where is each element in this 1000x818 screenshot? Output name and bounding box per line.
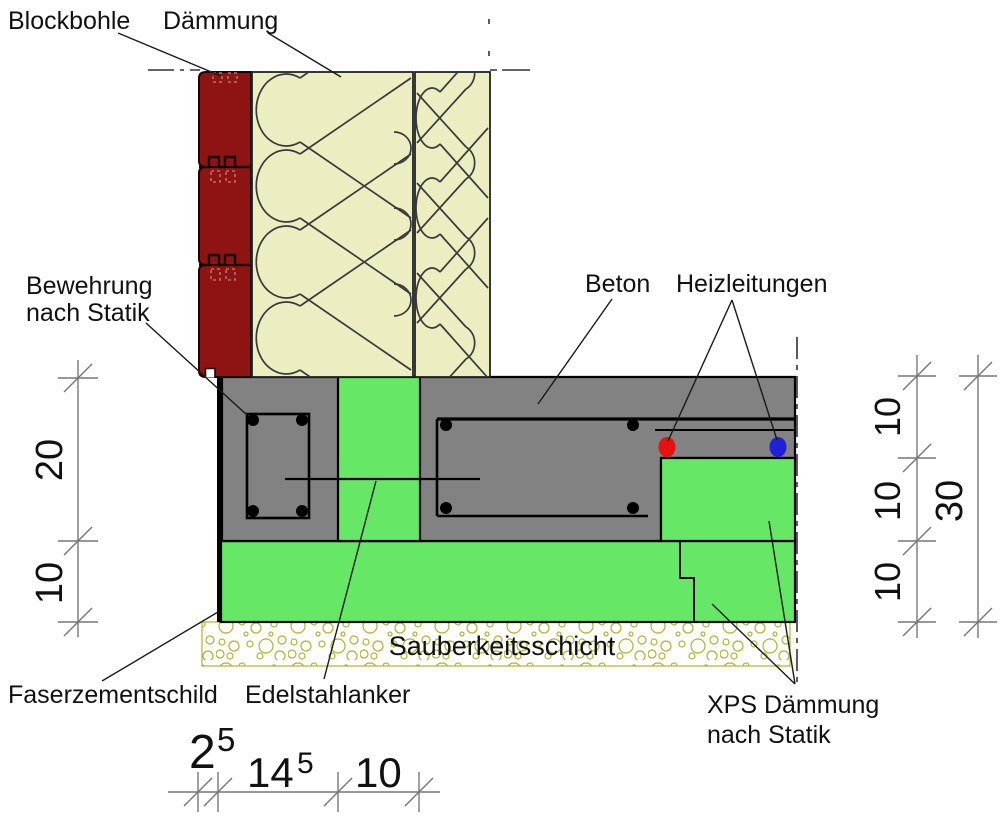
heizleitung-rot-icon bbox=[658, 437, 676, 457]
edelstahlanker-label: Edelstahlanker bbox=[245, 681, 410, 709]
dim-left-20: 20 bbox=[29, 439, 71, 481]
dim-bottom-14: 14 bbox=[247, 749, 294, 796]
sauberkeitsschicht-layer: Sauberkeitsschicht bbox=[201, 621, 791, 667]
dim-bottom-14-sup: 5 bbox=[297, 747, 314, 780]
xps-label-line2: nach Statik bbox=[707, 721, 831, 749]
dim-bottom bbox=[168, 772, 440, 812]
faserzementschild-label: Faserzementschild bbox=[8, 681, 218, 709]
dim-right-10c: 10 bbox=[867, 562, 908, 602]
bewehrung-label-line2: nach Statik bbox=[26, 299, 150, 327]
log-joint-notch bbox=[199, 253, 251, 267]
xps-upper-right-block bbox=[659, 456, 797, 543]
heizleitung-blau-icon bbox=[769, 437, 787, 457]
blockbohle-label: Blockbohle bbox=[8, 7, 130, 35]
heizleitungen-label: Heizleitungen bbox=[676, 270, 828, 298]
dim-bottom-2: 2 bbox=[189, 726, 216, 779]
leader-lines bbox=[101, 32, 796, 685]
dim-bottom-10: 10 bbox=[355, 749, 402, 796]
dim-bottom-2-sup: 5 bbox=[217, 721, 235, 758]
dim-right-inner bbox=[898, 355, 936, 638]
rebar-reinforcement bbox=[245, 412, 796, 520]
xps-strip-thermal-break bbox=[336, 375, 422, 543]
faserzementschild-board bbox=[217, 377, 222, 622]
dim-left-10: 10 bbox=[29, 562, 71, 604]
daemmung-batt-1 bbox=[251, 71, 414, 378]
dim-right-30: 30 bbox=[929, 480, 971, 522]
wall-bottom-notch bbox=[205, 368, 215, 378]
bewehrung-label-line1: Bewehrung bbox=[26, 272, 152, 300]
centerlines bbox=[148, 19, 798, 683]
dim-left bbox=[58, 360, 98, 637]
dim-right-outer bbox=[959, 355, 997, 638]
xps-lower-layer bbox=[219, 539, 797, 624]
dim-right-10a: 10 bbox=[867, 397, 908, 437]
daemmung-label: Dämmung bbox=[163, 7, 278, 35]
dim-right-10b: 10 bbox=[867, 481, 908, 521]
log-joint-notch bbox=[199, 155, 251, 169]
xps-label-line1: XPS Dämmung bbox=[707, 691, 879, 719]
xps-board-joint bbox=[679, 542, 695, 621]
blockbohle-wall bbox=[198, 71, 252, 378]
sauberkeitsschicht-label: Sauberkeitsschicht bbox=[389, 631, 616, 661]
daemmung-batt-2 bbox=[414, 71, 491, 378]
beton-label: Beton bbox=[585, 270, 650, 298]
